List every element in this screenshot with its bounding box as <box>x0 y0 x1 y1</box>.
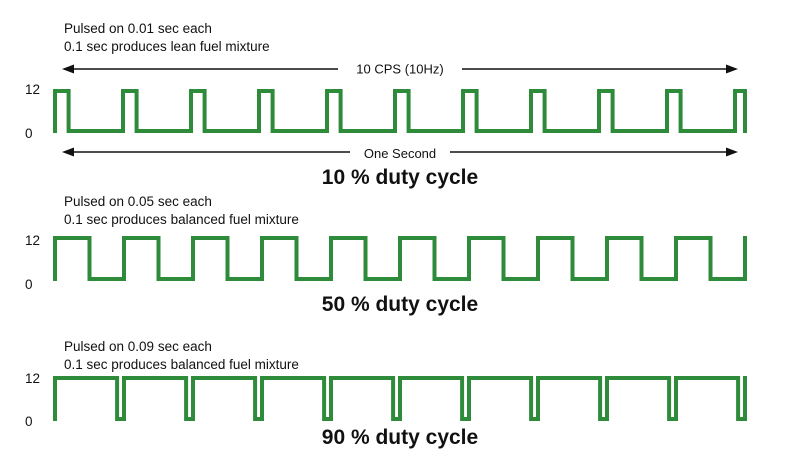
panel-10-percent: Pulsed on 0.01 sec each 0.1 sec produces… <box>25 21 747 189</box>
panel-3-title: 90 % duty cycle <box>322 426 478 449</box>
panel-3-low-level-label: 0 <box>25 414 33 429</box>
panel-3-caption-line-1: Pulsed on 0.09 sec each <box>64 339 212 354</box>
panel-2-caption-line-1: Pulsed on 0.05 sec each <box>64 194 212 209</box>
period-arrow: One Second <box>62 146 738 161</box>
panel-2-caption-line-2: 0.1 sec produces balanced fuel mixture <box>64 212 299 227</box>
arrow-right-icon <box>726 147 738 157</box>
panel-3-waveform <box>53 376 747 421</box>
panel-2-title: 50 % duty cycle <box>322 293 478 316</box>
frequency-label: 10 CPS (10Hz) <box>356 62 443 77</box>
panel-2-low-level-label: 0 <box>25 277 33 292</box>
panel-1-caption-line-2: 0.1 sec produces lean fuel mixture <box>64 39 270 54</box>
arrow-left-icon <box>62 64 74 74</box>
panel-1-waveform <box>53 89 747 133</box>
panel-3-high-level-label: 12 <box>25 371 40 386</box>
panel-1-caption-line-1: Pulsed on 0.01 sec each <box>64 21 212 36</box>
panel-90-percent: Pulsed on 0.09 sec each 0.1 sec produces… <box>25 339 747 449</box>
panel-2-waveform <box>53 236 747 281</box>
arrow-left-icon <box>62 147 74 157</box>
panel-1-high-level-label: 12 <box>25 82 40 97</box>
panel-50-percent: Pulsed on 0.05 sec each 0.1 sec produces… <box>25 194 747 316</box>
period-label: One Second <box>364 146 436 161</box>
panel-2-high-level-label: 12 <box>25 233 40 248</box>
frequency-arrow: 10 CPS (10Hz) <box>62 62 738 77</box>
panel-1-low-level-label: 0 <box>25 126 33 141</box>
panel-1-title: 10 % duty cycle <box>322 166 478 189</box>
panel-3-caption-line-2: 0.1 sec produces balanced fuel mixture <box>64 357 299 372</box>
arrow-right-icon <box>726 64 738 74</box>
